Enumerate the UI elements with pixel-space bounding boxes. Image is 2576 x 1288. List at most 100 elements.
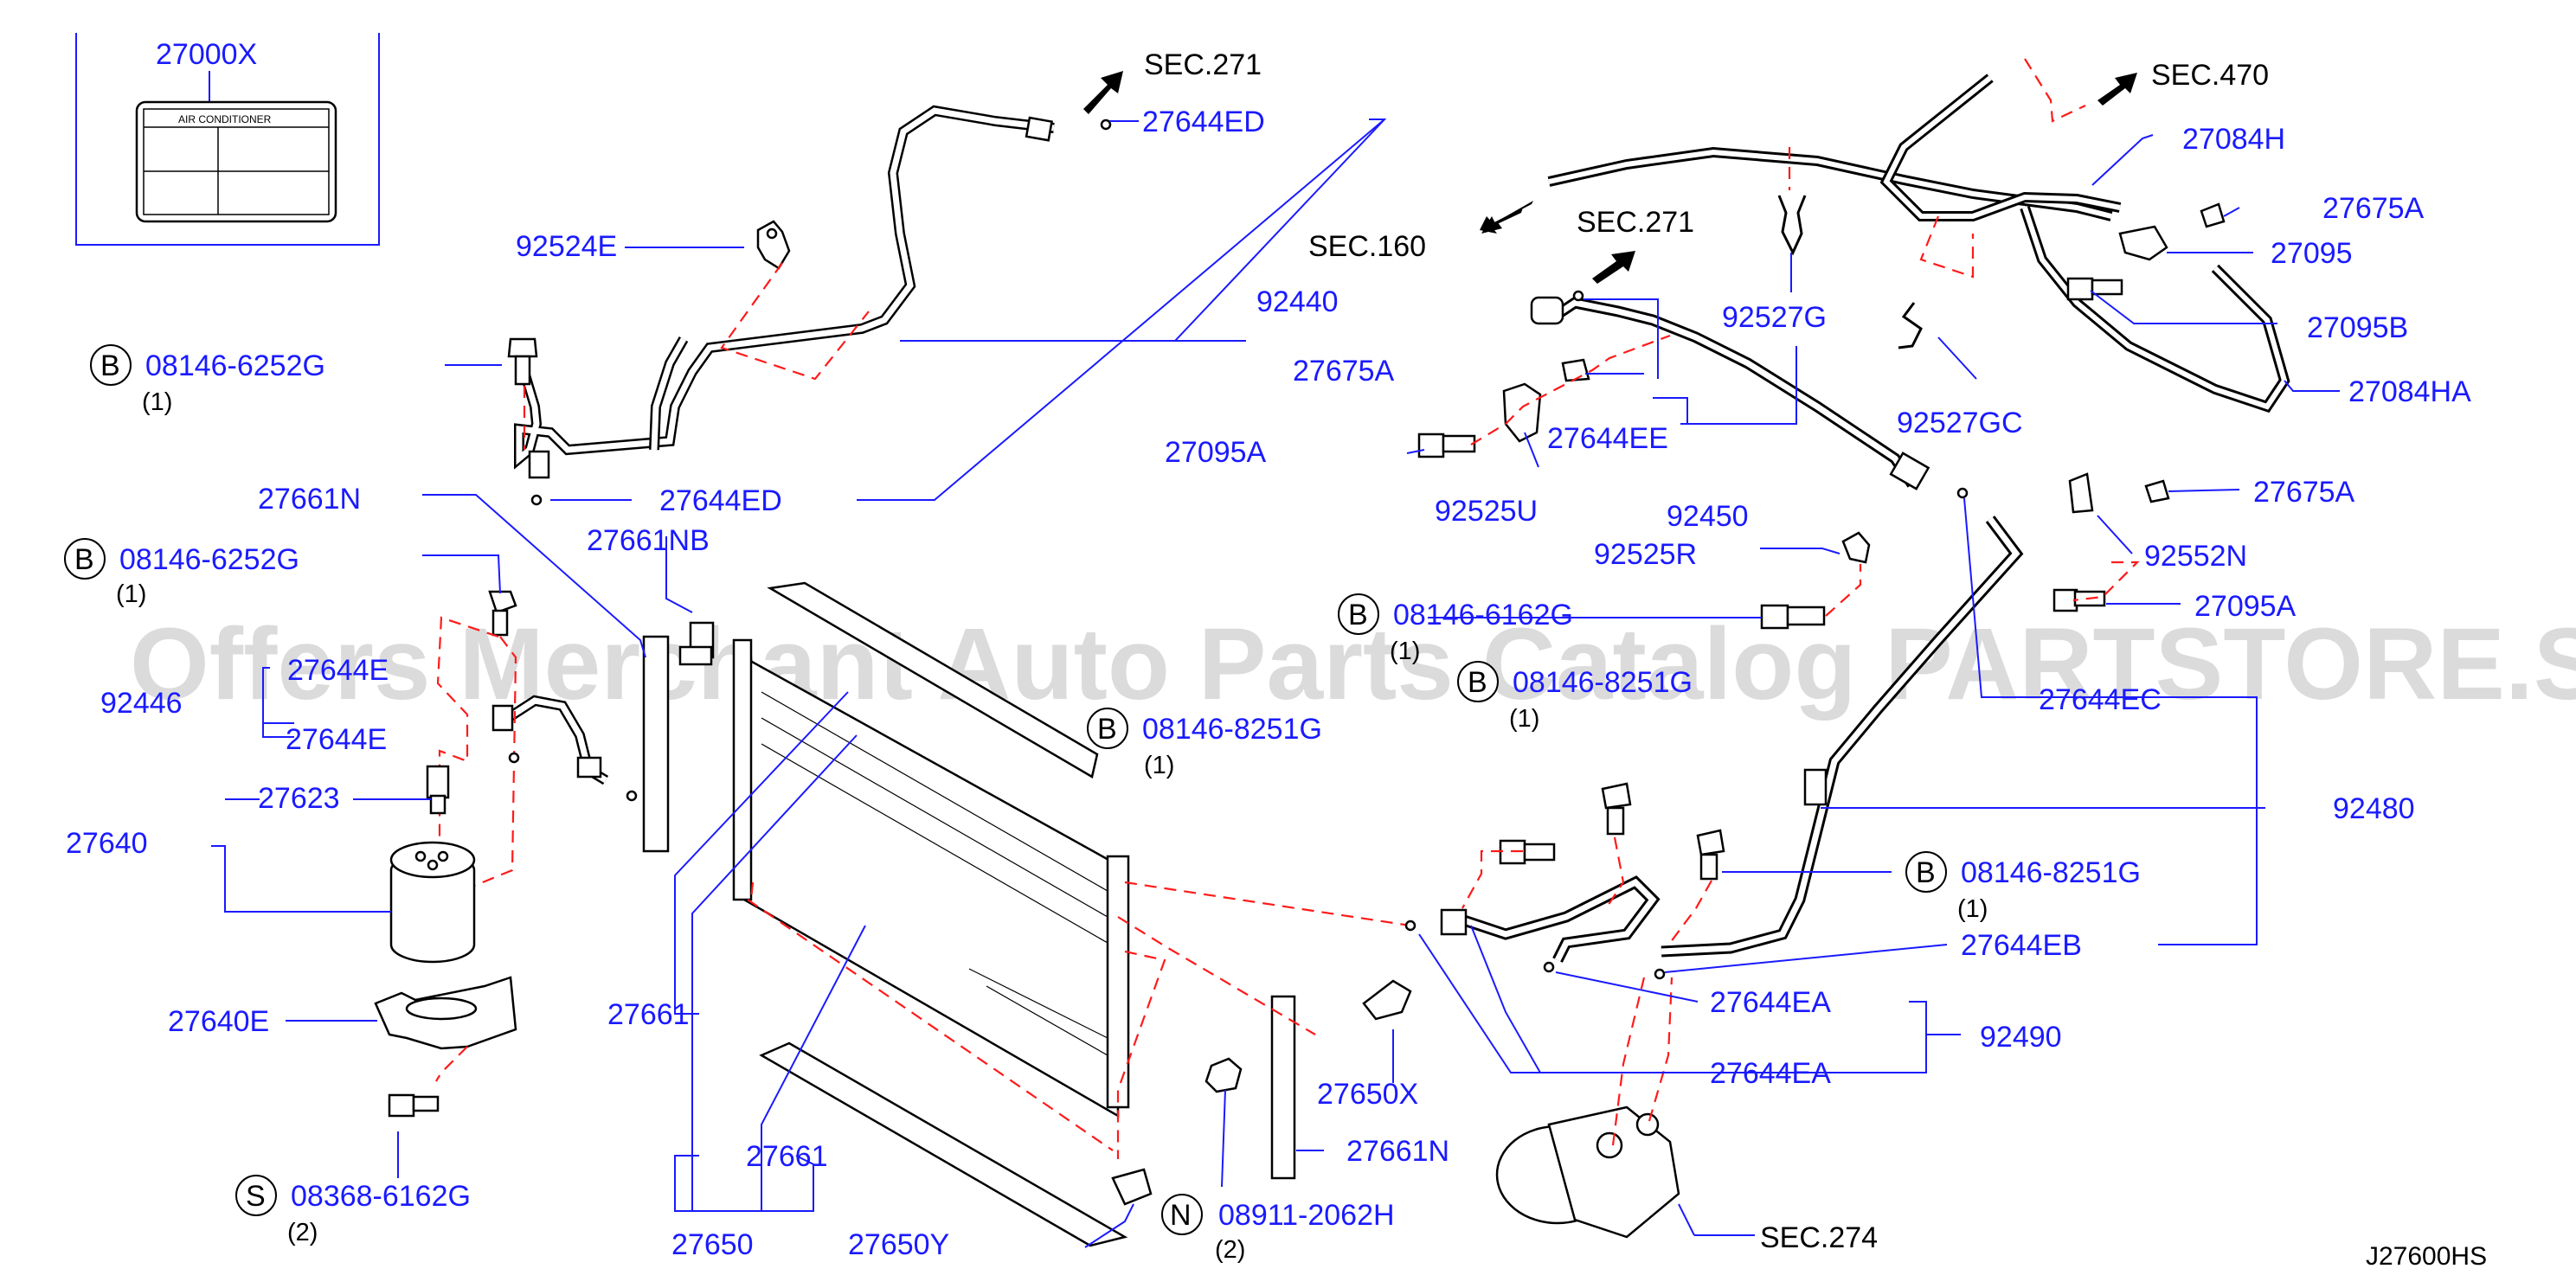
callout-27640[interactable]: 27640	[66, 827, 148, 860]
callout-08146-8251G-c[interactable]: 08146-8251G	[1961, 856, 2141, 889]
sec160-arrow	[1480, 201, 1533, 234]
callout-08368-6162G[interactable]: 08368-6162G	[291, 1180, 471, 1213]
callout-27095[interactable]: 27095	[2271, 237, 2353, 270]
bolt-08368-6162G[interactable]	[388, 1093, 440, 1118]
seal-27661N-right[interactable]	[1270, 995, 1296, 1180]
bracket-92552N[interactable]	[2068, 472, 2094, 514]
callout-27644ED-mid[interactable]: 27644ED	[659, 484, 782, 517]
callout-08146-6252G-b[interactable]: 08146-6252G	[119, 543, 299, 576]
bolt-08146-8251G-a[interactable]	[1601, 782, 1632, 836]
clip-92524E[interactable]	[756, 220, 791, 270]
sec271-top-label[interactable]: SEC.271	[1144, 48, 1262, 81]
harness-27084HA[interactable]	[2020, 206, 2290, 413]
bolt-08146-8251G-c[interactable]	[1696, 829, 1725, 881]
bolt-27095B[interactable]	[2066, 277, 2123, 301]
callout-27644EB[interactable]: 27644EB	[1961, 929, 2082, 962]
callout-27623[interactable]: 27623	[258, 782, 340, 815]
callout-92525R[interactable]: 92525R	[1594, 538, 1697, 571]
callout-08146-6252G-a[interactable]: 08146-6252G	[145, 349, 325, 382]
callout-27675A-c[interactable]: 27675A	[2253, 476, 2355, 509]
oring-27644EA-a	[1543, 961, 1555, 973]
callout-92490[interactable]: 92490	[1980, 1021, 2062, 1054]
sec274-label[interactable]: SEC.274	[1760, 1221, 1878, 1254]
callout-27640E[interactable]: 27640E	[168, 1005, 269, 1038]
pipe-92446[interactable]	[491, 695, 609, 785]
seal-27661N-left[interactable]	[642, 635, 670, 853]
sec271-mid-label[interactable]: SEC.271	[1577, 206, 1694, 239]
callout-27675A-b[interactable]: 27675A	[2322, 192, 2425, 225]
callout-92450[interactable]: 92450	[1667, 500, 1749, 533]
callout-92527G[interactable]: 92527G	[1722, 301, 1827, 334]
bolt-08146-6162G[interactable]	[1760, 604, 1826, 630]
seal-27661-bottom[interactable]	[759, 1041, 1128, 1247]
callout-27650[interactable]: 27650	[671, 1228, 754, 1261]
bolt-27675A-a[interactable]	[1561, 358, 1590, 382]
bracket-92525U[interactable]	[1502, 382, 1542, 443]
callout-27644E-bot[interactable]: 27644E	[286, 723, 387, 756]
callout-27661NB[interactable]: 27661NB	[587, 524, 710, 557]
callout-27095A-b[interactable]: 27095A	[2194, 590, 2297, 623]
bolt-27675A-c[interactable]	[2144, 479, 2170, 503]
hose-92490[interactable]	[1440, 875, 1661, 963]
callout-08146-8251G-a[interactable]: 08146-8251G	[1142, 713, 1322, 746]
callout-92440[interactable]: 92440	[1256, 285, 1339, 318]
bolt-27095A-b[interactable]	[2052, 588, 2106, 612]
callout-92446[interactable]: 92446	[100, 687, 183, 720]
oring-27644ED-top	[1100, 119, 1112, 131]
pipe-92480[interactable]	[1661, 516, 2024, 958]
callout-27644E-top[interactable]: 27644E	[287, 654, 389, 687]
callout-92527GC[interactable]: 92527GC	[1897, 407, 2023, 439]
callout-27095A-a[interactable]: 27095A	[1165, 436, 1267, 469]
callout-27644EE[interactable]: 27644EE	[1547, 422, 1668, 455]
bracket-27640E[interactable]	[374, 976, 517, 1050]
callout-27644ED-top[interactable]: 27644ED	[1142, 106, 1265, 138]
callout-27661N-left[interactable]: 27661N	[258, 483, 361, 516]
nut-08911-2062H[interactable]	[1204, 1057, 1243, 1093]
clip-92527GC[interactable]	[1898, 302, 1923, 349]
callout-92524E[interactable]: 92524E	[516, 230, 617, 263]
callout-92480[interactable]: 92480	[2333, 792, 2415, 825]
clip-92525R[interactable]	[1841, 531, 1871, 564]
bracket-27650Y[interactable]	[1111, 1168, 1153, 1206]
callout-27095B[interactable]: 27095B	[2307, 311, 2408, 344]
callout-27650Y[interactable]: 27650Y	[848, 1228, 949, 1261]
hose-92450[interactable]	[1530, 296, 1930, 490]
callout-27675A-a[interactable]: 27675A	[1293, 355, 1395, 388]
condenser-27650[interactable]	[732, 638, 1130, 1118]
clip-92527G[interactable]	[1777, 195, 1807, 256]
bolt-08146-6252G-a[interactable]	[507, 337, 538, 386]
bolt-27095A-a[interactable]	[1417, 433, 1476, 458]
bolt-27675A-b[interactable]	[2200, 202, 2226, 228]
callout-27661N-right[interactable]: 27661N	[1346, 1135, 1449, 1168]
callout-92552N[interactable]: 92552N	[2144, 540, 2247, 573]
oring-27644EB	[1654, 968, 1666, 980]
sensor-27623[interactable]	[426, 765, 450, 815]
pipe-92440[interactable]	[514, 105, 1055, 479]
qty-2: (1)	[116, 580, 146, 608]
callout-27644EC[interactable]: 27644EC	[2039, 683, 2162, 716]
seal-27661NB[interactable]	[678, 621, 715, 666]
callout-27650X[interactable]: 27650X	[1317, 1078, 1418, 1111]
callout-27084H[interactable]: 27084H	[2182, 123, 2285, 156]
sensor-27650X[interactable]	[1362, 979, 1412, 1021]
callout-92525U[interactable]: 92525U	[1435, 495, 1538, 528]
harness-27084H[interactable]	[1547, 74, 2122, 221]
callout-27661-bot[interactable]: 27661	[746, 1140, 828, 1173]
callout-27084HA[interactable]: 27084HA	[2348, 375, 2471, 408]
qty-3: (2)	[287, 1219, 318, 1246]
switch-27095[interactable]	[2118, 225, 2168, 261]
callout-08911-2062H[interactable]: 08911-2062H	[1218, 1199, 1395, 1232]
sec160-label[interactable]: SEC.160	[1308, 230, 1426, 263]
callout-27644EA-b[interactable]: 27644EA	[1710, 1057, 1831, 1090]
bolt-08146-8251G-b[interactable]	[1499, 839, 1556, 865]
callout-08146-6162G[interactable]: 08146-6162G	[1393, 599, 1573, 631]
callout-27661-left[interactable]: 27661	[607, 998, 690, 1031]
callout-27000X[interactable]: 27000X	[156, 38, 257, 71]
sec470-label[interactable]: SEC.470	[2151, 59, 2269, 92]
seal-27661-top[interactable]	[767, 581, 1099, 779]
callout-27644EA-a[interactable]: 27644EA	[1710, 986, 1831, 1019]
bolt-08146-6252G-b[interactable]	[488, 590, 517, 637]
compressor-sec274[interactable]	[1495, 1105, 1680, 1239]
receiver-dryer-27640[interactable]	[389, 841, 476, 964]
callout-08146-8251G-b[interactable]: 08146-8251G	[1513, 666, 1693, 699]
